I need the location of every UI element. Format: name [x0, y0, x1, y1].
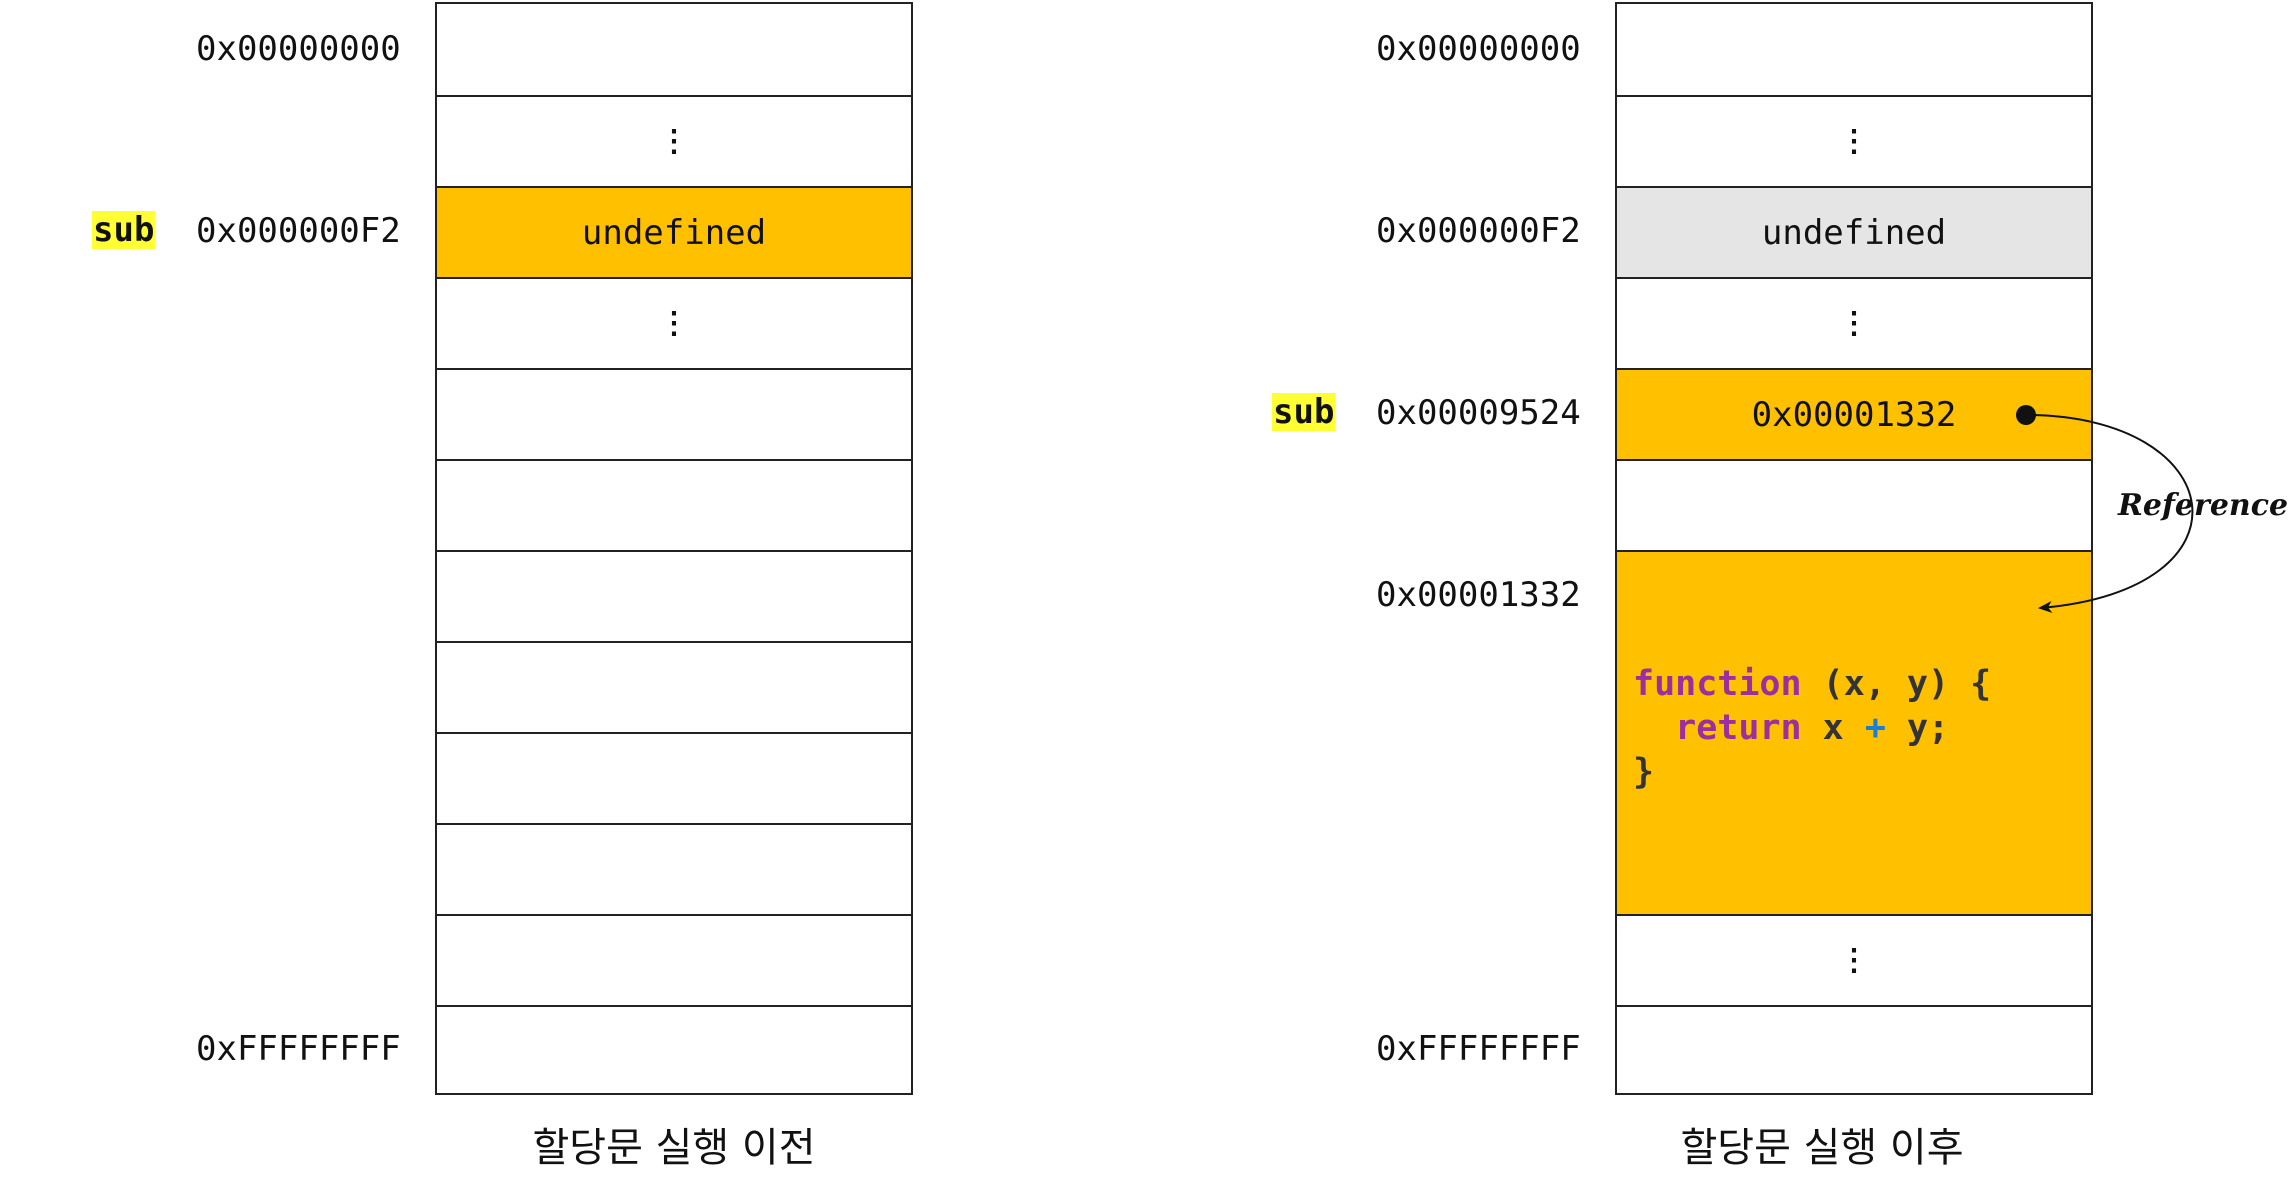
memory-cell	[437, 914, 911, 1005]
memory-cell	[437, 732, 911, 823]
memory-cell-ellipsis: ⋮	[1617, 277, 2091, 368]
code-expr-a: x	[1801, 708, 1865, 748]
variable-sub-label: sub	[1272, 392, 1336, 432]
memory-cell	[437, 1005, 911, 1095]
memory-cell	[437, 641, 911, 732]
memory-cell	[1617, 459, 2091, 550]
memory-cell-sub-value: 0x00001332	[1617, 368, 2091, 459]
memory-cell-stale-value: undefined	[1617, 186, 2091, 277]
code-signature: (x, y) {	[1801, 664, 1992, 704]
address-old: 0x000000F2	[1376, 211, 1581, 251]
caption-before: 할당문 실행 이전	[532, 1125, 816, 1171]
memory-cell	[1617, 1005, 2091, 1095]
memory-after: ⋮ undefined ⋮ 0x00001332 ⋮	[1615, 2, 2093, 1095]
memory-cell-function-object	[1617, 550, 2091, 914]
memory-cell-ellipsis: ⋮	[1617, 95, 2091, 186]
memory-before: ⋮ undefined ⋮	[435, 2, 913, 1095]
memory-cell-ellipsis: ⋮	[437, 95, 911, 186]
function-code: function (x, y) { return x + y; }	[1633, 662, 1991, 794]
code-keyword-return: return	[1675, 708, 1802, 748]
address-sub: 0x00009524	[1376, 393, 1581, 433]
address-top: 0x00000000	[196, 29, 401, 69]
address-top: 0x00000000	[1376, 29, 1581, 69]
code-keyword-function: function	[1633, 664, 1802, 704]
memory-cell-ellipsis: ⋮	[1617, 914, 2091, 1005]
memory-cell	[437, 550, 911, 641]
reference-curve	[2025, 414, 2194, 613]
caption-after: 할당문 실행 이후	[1680, 1125, 1964, 1171]
memory-cell-ellipsis: ⋮	[437, 277, 911, 368]
code-operator: +	[1864, 708, 1886, 748]
address-bottom: 0xFFFFFFFF	[1376, 1029, 1581, 1069]
memory-cell	[437, 459, 911, 550]
variable-sub-label: sub	[92, 210, 156, 250]
address-function: 0x00001332	[1376, 575, 1581, 615]
reference-label: Reference	[2118, 488, 2289, 523]
address-bottom: 0xFFFFFFFF	[196, 1029, 401, 1069]
code-expr-b: y;	[1885, 708, 1950, 748]
memory-cell	[437, 823, 911, 914]
memory-cell	[437, 368, 911, 459]
address-sub: 0x000000F2	[196, 211, 401, 251]
memory-cell-sub-value: undefined	[437, 186, 911, 277]
code-close-brace: }	[1633, 752, 1655, 792]
